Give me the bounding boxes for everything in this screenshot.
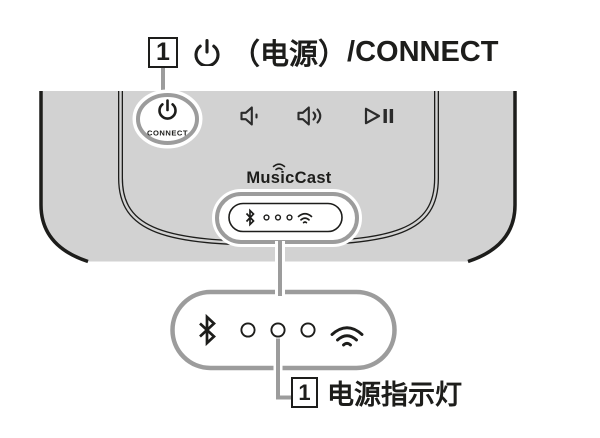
musiccast-logo: MusicCast <box>246 169 331 187</box>
connect-button-label: CONNECT <box>147 129 188 138</box>
speaker-right-edge <box>467 91 517 264</box>
top-callout-label: 1 （电源） /CONNECT <box>148 35 499 71</box>
wifi-icon-small <box>297 212 313 224</box>
ref-number-box: 1 <box>148 36 178 68</box>
musiccast-logo-arcs <box>272 163 286 171</box>
indicator-strip <box>228 202 343 233</box>
status-dot-small <box>286 214 293 221</box>
wifi-icon <box>330 326 364 347</box>
status-dot-small <box>274 214 282 221</box>
status-dot <box>240 322 256 338</box>
bottom-callout-label: 1 电源指示灯 <box>291 377 462 410</box>
bluetooth-icon <box>199 313 216 347</box>
play-pause-icon <box>364 107 394 125</box>
power-indicator-label: 电源指示灯 <box>327 380 462 410</box>
volume-up-icon <box>297 106 322 126</box>
bluetooth-icon-small <box>245 208 255 227</box>
connect-label-en: /CONNECT <box>347 35 499 68</box>
power-icon <box>194 38 220 66</box>
ref-number-box: 1 <box>291 377 318 408</box>
speaker-left-edge <box>39 91 89 264</box>
power-indicator-dot <box>270 322 286 338</box>
status-dot-small <box>263 214 270 221</box>
power-icon <box>158 99 177 120</box>
power-label-zh: （电源） <box>231 39 348 71</box>
status-dot <box>300 322 316 338</box>
volume-down-icon <box>240 106 258 126</box>
bottom-callout-line <box>276 338 291 400</box>
